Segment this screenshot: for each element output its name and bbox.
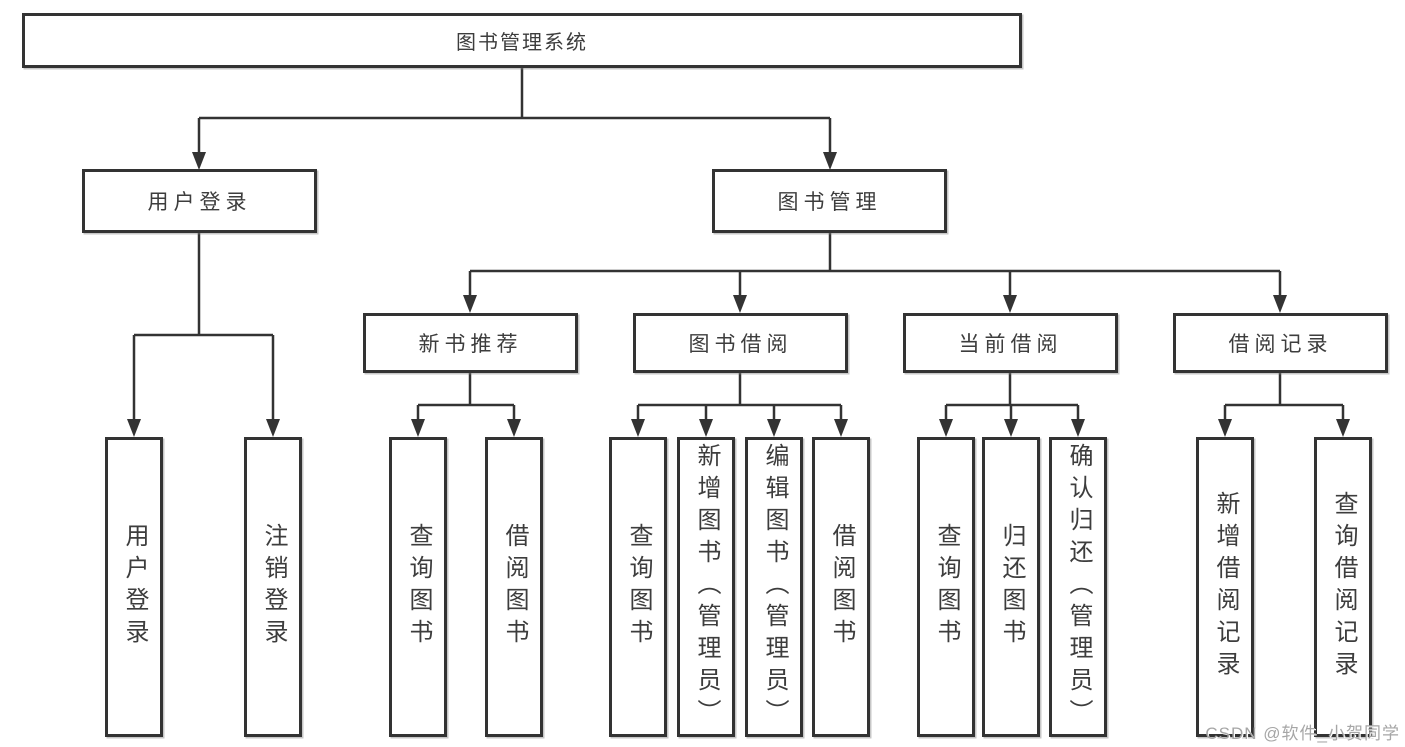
leaf-borrow-books: 借阅图书 <box>812 437 870 737</box>
leaf-logout: 注销登录 <box>244 437 302 737</box>
leaf-recommend-borrow-books-label: 借阅图书 <box>501 523 528 651</box>
node-current-borrowing-label: 当前借阅 <box>958 333 1063 356</box>
node-book-borrowing: 图书借阅 <box>633 313 848 373</box>
node-user-login-label: 用户登录 <box>147 191 252 214</box>
leaf-query-borrow-record-label: 查询借阅记录 <box>1330 491 1357 683</box>
node-book-borrowing-label: 图书借阅 <box>688 333 793 356</box>
node-book-management-label: 图书管理 <box>777 191 882 214</box>
node-borrowing-records-label: 借阅记录 <box>1228 333 1333 356</box>
leaf-add-book-admin-label: 新增图书（管理员） <box>693 443 720 731</box>
leaf-confirm-return-admin: 确认归还（管理员） <box>1049 437 1107 737</box>
node-user-login: 用户登录 <box>82 169 317 233</box>
leaf-logout-label: 注销登录 <box>260 523 287 651</box>
node-borrowing-records: 借阅记录 <box>1173 313 1388 373</box>
arrowheads <box>127 152 1350 437</box>
leaf-borrow-query-books-label: 查询图书 <box>625 523 652 651</box>
leaf-query-borrow-record: 查询借阅记录 <box>1314 437 1372 737</box>
node-root-label: 图书管理系统 <box>456 32 588 54</box>
node-new-book-recommendation-label: 新书推荐 <box>418 333 523 356</box>
node-root: 图书管理系统 <box>22 13 1022 68</box>
leaf-edit-book-admin: 编辑图书（管理员） <box>745 437 803 737</box>
leaf-add-book-admin: 新增图书（管理员） <box>677 437 735 737</box>
leaf-return-books-label: 归还图书 <box>998 523 1025 651</box>
leaf-borrow-query-books: 查询图书 <box>609 437 667 737</box>
leaf-recommend-query-books: 查询图书 <box>389 437 447 737</box>
leaf-current-query-books: 查询图书 <box>917 437 975 737</box>
leaf-add-borrow-record-label: 新增借阅记录 <box>1212 491 1239 683</box>
leaf-recommend-borrow-books: 借阅图书 <box>485 437 543 737</box>
leaf-add-borrow-record: 新增借阅记录 <box>1196 437 1254 737</box>
leaf-edit-book-admin-label: 编辑图书（管理员） <box>761 443 788 731</box>
leaf-borrow-books-label: 借阅图书 <box>828 523 855 651</box>
node-current-borrowing: 当前借阅 <box>903 313 1118 373</box>
leaf-user-login: 用户登录 <box>105 437 163 737</box>
leaf-return-books: 归还图书 <box>982 437 1040 737</box>
node-new-book-recommendation: 新书推荐 <box>363 313 578 373</box>
leaf-recommend-query-books-label: 查询图书 <box>405 523 432 651</box>
node-book-management: 图书管理 <box>712 169 947 233</box>
watermark: CSDN @软件_小贺同学 <box>1205 724 1400 743</box>
leaf-current-query-books-label: 查询图书 <box>933 523 960 651</box>
leaf-user-login-label: 用户登录 <box>121 523 148 651</box>
leaf-confirm-return-admin-label: 确认归还（管理员） <box>1065 443 1092 731</box>
